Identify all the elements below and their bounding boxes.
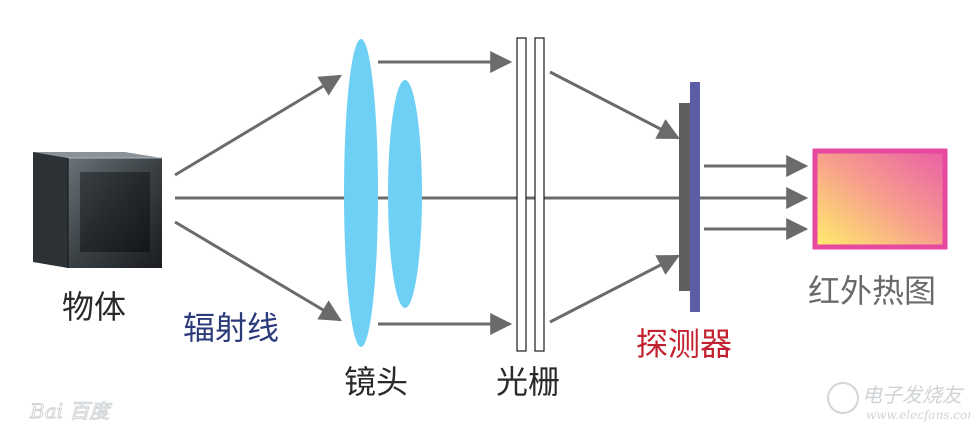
radiation-arrow-upper: [174, 74, 342, 177]
object-cube: [33, 152, 162, 268]
grating-label: 光栅: [496, 363, 560, 401]
thermal-image: [812, 148, 948, 250]
lens-secondary: [388, 80, 422, 308]
detector: [679, 82, 700, 312]
watermark-left: Bai 百度: [29, 399, 112, 423]
lens-primary: [344, 39, 378, 347]
watermark-right-url: www.elecfans.com: [866, 408, 970, 422]
object-label: 物体: [62, 288, 126, 326]
lens-label: 镜头: [344, 363, 408, 401]
thermal-image-label: 红外热图: [808, 272, 936, 310]
grating-to-detector-arrow-lower: [549, 254, 680, 324]
radiation-arrow-lower: [174, 220, 342, 322]
detector-label: 探测器: [636, 325, 732, 363]
grating-to-detector-arrow-upper: [549, 70, 680, 140]
watermark-right-cn: 电子发烧友: [862, 383, 965, 407]
grating-plate-2: [534, 37, 545, 352]
radiation-label: 辐射线: [183, 309, 279, 347]
watermark-right: 电子发烧友 www.elecfans.com: [827, 382, 970, 422]
grating-plate-1: [516, 37, 527, 352]
